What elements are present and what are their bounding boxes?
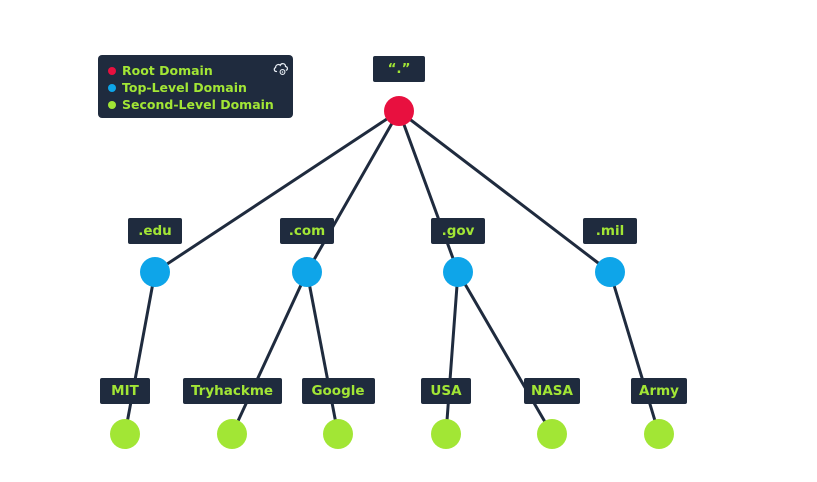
legend-item-root: Root Domain	[108, 62, 283, 79]
edge-gov-usa	[444, 270, 460, 436]
tld-dot-icon	[108, 83, 116, 92]
tld-label-gov: .gov	[431, 218, 485, 244]
root-dot-icon	[108, 66, 116, 75]
sld-label-army: Army	[631, 378, 687, 404]
tld-node-com	[292, 257, 322, 287]
sld-label-tryhackme: Tryhackme	[182, 378, 282, 404]
tld-node-mil	[595, 257, 625, 287]
sld-node-mit	[110, 419, 140, 449]
tld-label-edu: .edu	[128, 218, 182, 244]
tld-node-edu	[140, 257, 170, 287]
legend-item-tld: Top-Level Domain	[108, 79, 283, 96]
edge-root-com	[305, 109, 401, 274]
edge-edu-mit	[123, 270, 157, 436]
legend-label: Top-Level Domain	[122, 80, 247, 95]
sld-node-army	[644, 419, 674, 449]
sld-label-mit: MIT	[100, 378, 150, 404]
root-node	[384, 96, 414, 126]
legend: Root Domain Top-Level Domain Second-Leve…	[98, 55, 293, 118]
legend-label: Second-Level Domain	[122, 97, 274, 112]
sld-label-usa: USA	[421, 378, 471, 404]
root-label: “.”	[373, 56, 425, 82]
edge-gov-nasa	[456, 270, 554, 436]
edge-root-mil	[397, 109, 612, 274]
sld-label-nasa: NASA	[524, 378, 580, 404]
sld-node-nasa	[537, 419, 567, 449]
edge-com-tryhackme	[230, 270, 309, 436]
tld-label-mil: .mil	[583, 218, 637, 244]
cloud-settings-icon	[273, 63, 289, 75]
tld-node-gov	[443, 257, 473, 287]
sld-dot-icon	[108, 100, 116, 109]
sld-node-tryhackme	[217, 419, 247, 449]
sld-node-google	[323, 419, 353, 449]
edge-mil-army	[608, 270, 661, 436]
edge-com-google	[305, 270, 340, 436]
legend-item-sld: Second-Level Domain	[108, 96, 283, 113]
edge-root-gov	[397, 109, 460, 274]
legend-label: Root Domain	[122, 63, 213, 78]
edge-root-edu	[153, 109, 401, 274]
sld-node-usa	[431, 419, 461, 449]
tld-label-com: .com	[280, 218, 334, 244]
sld-label-google: Google	[301, 378, 375, 404]
